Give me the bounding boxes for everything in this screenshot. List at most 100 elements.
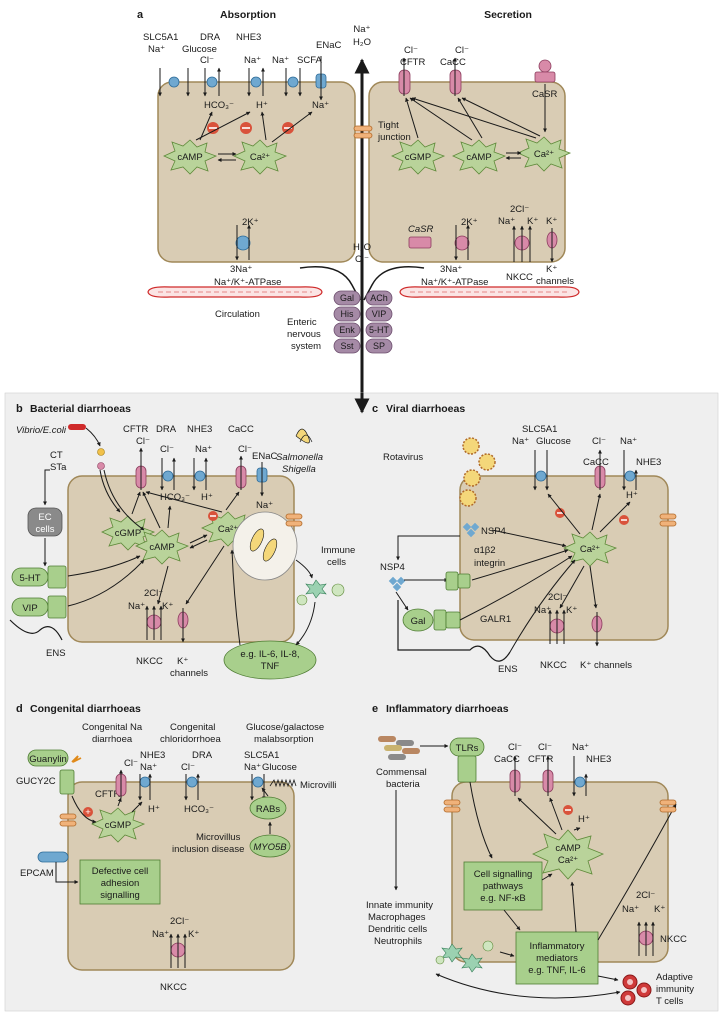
ens-fiber-right <box>363 266 425 301</box>
integrin-label-1: α1β2 <box>474 545 496 556</box>
dra-transporter-icon <box>203 67 221 97</box>
t-cells-icon <box>620 974 652 1006</box>
myo5b-icon <box>249 834 291 858</box>
tight-junction-label-1: Tight <box>378 120 399 131</box>
d-nkcc-na-label: Na⁺ <box>152 929 169 940</box>
ens-label-1: Enteric <box>287 317 317 328</box>
b-nhe3-na-label: Na⁺ <box>195 444 212 455</box>
d-hco3-label: HCO₃⁻ <box>184 804 214 815</box>
b-ens-label: ENS <box>46 648 66 659</box>
intracellular-bacteria-icon <box>249 528 278 562</box>
slc5a1-label: SLC5A1 <box>143 32 178 43</box>
sec-cgmp-star-icon <box>391 139 446 175</box>
ens-enk: Enk <box>339 325 355 335</box>
adaptive-label-1: Adaptive <box>656 972 693 983</box>
shigella-label: Shigella <box>282 464 316 475</box>
circulation-label: Circulation <box>215 309 260 320</box>
blood-vessel-right-icon <box>399 286 580 298</box>
c-cacc-label: CaCC <box>583 457 609 468</box>
kchan-k-top-label: K⁺ <box>546 216 557 227</box>
e-cacc-icon <box>509 755 521 796</box>
gucy2c-label: GUCY2C <box>16 776 56 787</box>
enac-channel-icon <box>315 56 327 101</box>
csp-label-2: pathways <box>483 881 523 892</box>
e-camp-label: cAMP <box>555 843 580 854</box>
panel-e-letter: e <box>372 703 378 715</box>
ens-label-3: system <box>291 341 321 352</box>
e-nkcc-na-label: Na⁺ <box>622 904 639 915</box>
d-nhe3-icon <box>138 773 152 801</box>
b-enac-label: ENaC <box>252 451 277 462</box>
b-ens-nerve-icon <box>9 619 63 641</box>
enac-label: ENaC <box>316 40 341 51</box>
b-nkcc-icon <box>145 605 163 640</box>
panel-d-letter: d <box>16 703 23 715</box>
mutation-bolt-icon <box>71 755 82 764</box>
hco3-label: HCO₃⁻ <box>204 100 234 111</box>
b-cacc-channel-icon <box>235 455 247 490</box>
panel-c-title: Viral diarrhoeas <box>386 403 465 415</box>
ens-sp: SP <box>373 341 385 351</box>
adaptive-label-2: immunity <box>656 984 694 995</box>
c-nkcc-icon <box>548 609 566 644</box>
nkcc-k-label: K⁺ <box>527 216 538 227</box>
top-na: Na⁺ <box>353 24 370 35</box>
infl-label-3: e.g. TNF, IL-6 <box>528 965 585 976</box>
sec-camp-star-icon <box>452 139 507 175</box>
ens-5ht: 5-HT <box>369 325 390 335</box>
d-dra-cl-label: Cl⁻ <box>181 762 195 773</box>
d-slc-na-label: Na⁺ <box>244 762 261 773</box>
c-cacc-icon <box>594 449 606 490</box>
d-nhe3-label: NHE3 <box>140 750 165 761</box>
b-immune-cells-icon <box>296 579 345 606</box>
slc5a1-glucose-label: Glucose <box>182 44 217 55</box>
e-nkcc-label: NKCC <box>660 934 687 945</box>
e-h-label: H⁺ <box>578 814 590 825</box>
rotavirus-label: Rotavirus <box>383 452 423 463</box>
sec-camp-label: cAMP <box>466 152 491 163</box>
b-vip-receptor-icon <box>11 595 67 619</box>
d-nkcc-label: NKCC <box>160 982 187 993</box>
e-tight-junction-icon <box>443 799 461 813</box>
nsp4-label-2: NSP4 <box>380 562 405 573</box>
defect-label-2: adhesion <box>101 878 140 889</box>
c-nhe3-label: NHE3 <box>636 457 661 468</box>
nkcc-na-label: Na⁺ <box>498 216 515 227</box>
secretory-cell <box>368 81 566 263</box>
innate-label-4: Neutrophils <box>374 936 422 947</box>
scfa-transporter-icon <box>284 68 302 97</box>
b-cftr-cl-label: Cl⁻ <box>136 436 150 447</box>
inhibition-icon <box>207 122 294 134</box>
para-h2o-label: H₂O <box>353 242 371 253</box>
b-inhibition-icon <box>208 511 218 521</box>
c-slc5a1-icon <box>533 450 549 491</box>
galr1-receptor-icon <box>433 609 461 631</box>
microvilli-label: Microvilli <box>300 780 336 791</box>
c-na-label: Na⁺ <box>512 436 529 447</box>
b-cgmp-star-icon <box>101 515 156 551</box>
c-tight-junction-icon <box>659 513 677 527</box>
ens-gal: Gal <box>340 293 354 303</box>
casr-receptor-icon <box>534 59 556 83</box>
stimulation-icon <box>83 807 93 817</box>
ens-transmitters <box>333 290 393 354</box>
panel-b-title: Bacterial diarrhoeas <box>30 403 131 415</box>
e-cftr-label: CFTR <box>528 754 553 765</box>
sec-casr-label: CaSR <box>408 224 433 235</box>
e-nkcc-icon <box>637 921 655 956</box>
toxin-icon <box>97 448 105 456</box>
ca-star-icon <box>233 139 288 175</box>
gucy2c-receptor-icon <box>59 769 75 795</box>
c-na2-label: Na⁺ <box>620 436 637 447</box>
b-k-channel-icon <box>177 608 189 643</box>
integrin-receptor-icon <box>445 571 471 591</box>
b-nkcc-k-label: K⁺ <box>162 601 173 612</box>
d-slc5a1-label: SLC5A1 <box>244 750 279 761</box>
c-glucose-label: Glucose <box>536 436 571 447</box>
nhe3-label: NHE3 <box>236 32 261 43</box>
salmonella-label: Salmonella <box>276 452 323 463</box>
e-nkcc-k-label: K⁺ <box>654 904 665 915</box>
innate-label-1: Innate immunity <box>366 900 433 911</box>
ens-vip: VIP <box>372 309 387 319</box>
b-2cl-label: 2Cl⁻ <box>144 588 163 599</box>
